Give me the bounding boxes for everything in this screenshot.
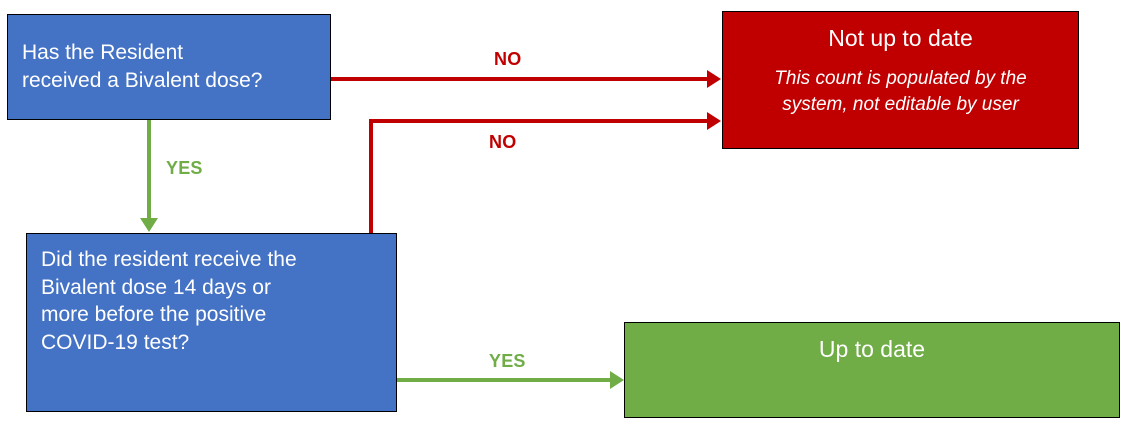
outcome-node-up-to-date-title: Up to date [818,336,926,362]
decision-node-fourteen-days[interactable]: Did the resident receive the Bivalent do… [26,233,397,412]
decision-node-fourteen-days-text: Did the resident receive the Bivalent do… [41,248,297,355]
outcome-node-not-up-to-date[interactable]: Not up to date This count is populated b… [722,11,1079,149]
connector-no-2-vertical [369,119,373,234]
decision-node-has-bivalent-dose[interactable]: Has the Resident received a Bivalent dos… [7,14,331,120]
connector-no-1-line [331,77,711,81]
outcome-node-not-up-to-date-subtitle: This count is populated by the system, n… [774,67,1027,115]
edge-label-yes-1: YES [166,158,203,178]
edge-label-no-1: NO [494,49,522,69]
connector-no-2-horizontal [369,119,711,123]
connector-yes-2-line [397,378,613,382]
connector-yes-2-arrowhead [610,371,624,389]
decision-node-has-bivalent-dose-text: Has the Resident received a Bivalent dos… [22,41,263,92]
connector-no-2-arrowhead [707,112,721,130]
connector-yes-1-line [147,120,151,220]
outcome-node-up-to-date[interactable]: Up to date [624,322,1120,418]
connector-yes-1-arrowhead [140,218,158,232]
edge-label-no-2: NO [489,132,517,152]
connector-no-1-arrowhead [707,70,721,88]
edge-label-yes-2: YES [489,351,526,371]
outcome-node-not-up-to-date-title: Not up to date [828,25,973,51]
